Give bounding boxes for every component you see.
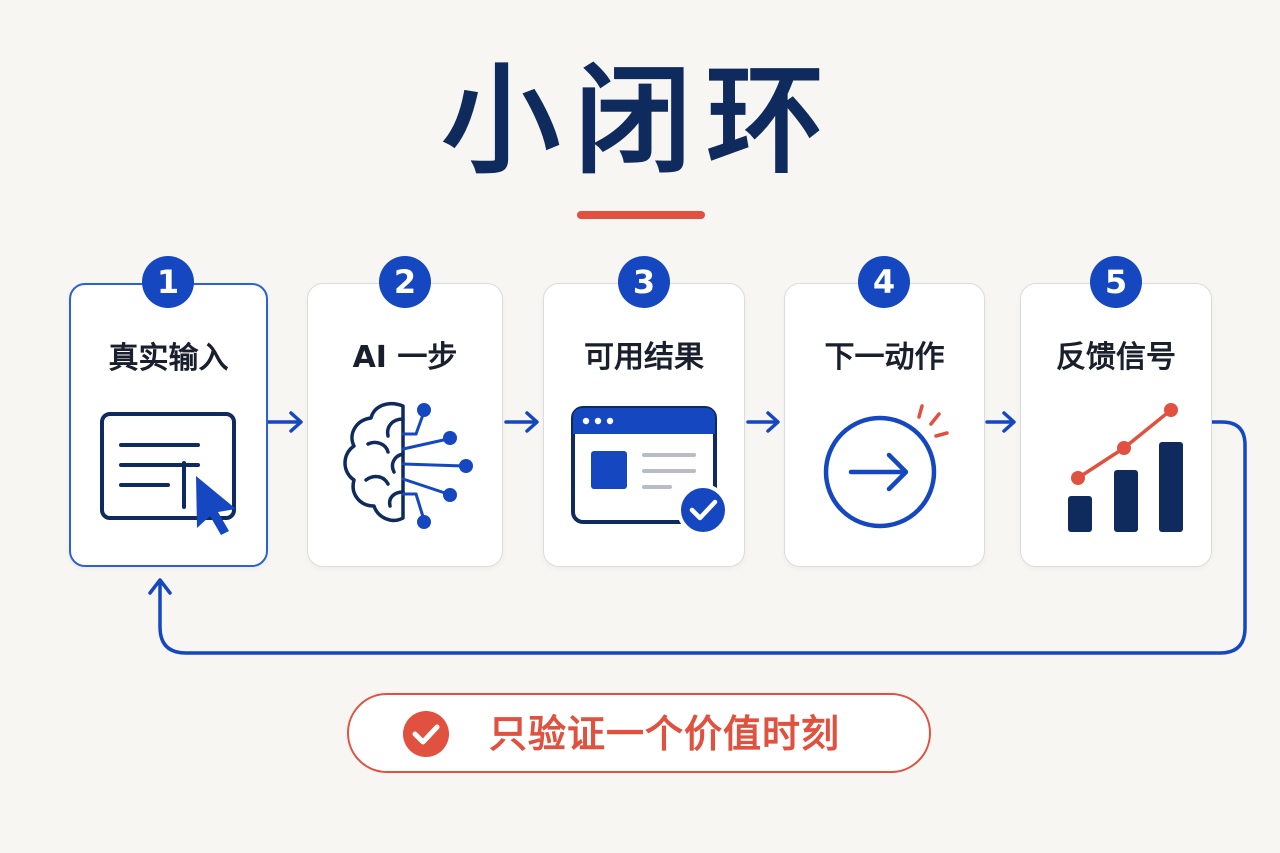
arrow-circle-icon: [823, 404, 949, 529]
document-cursor-icon: [100, 412, 236, 535]
feedback-loop-arrowhead: [148, 578, 172, 595]
step-badge-4: 4: [858, 256, 910, 308]
ai-brain-icon: [343, 401, 473, 529]
growth-chart-icon: [1068, 403, 1183, 532]
step-label: 真实输入: [108, 341, 229, 376]
step-label: 反馈信号: [1056, 340, 1176, 375]
step-badge-2: 2: [379, 256, 431, 308]
page-title: 小闭环: [441, 52, 838, 190]
step-badge-5: 5: [1090, 256, 1142, 308]
step-label: AI 一步: [352, 340, 458, 375]
step-label: 可用结果: [584, 340, 704, 375]
title-underline: [577, 211, 705, 219]
footer-callout: 只验证一个价值时刻: [347, 693, 931, 773]
step-card-5: 反馈信号: [1020, 283, 1212, 567]
step-badge-1: 1: [142, 256, 194, 308]
footer-text: 只验证一个价值时刻: [489, 712, 841, 756]
step-card-4: 下一动作: [784, 283, 985, 567]
step-card-2: AI 一步: [307, 283, 503, 567]
step-label: 下一动作: [824, 340, 945, 375]
step-badge-3: 3: [618, 256, 670, 308]
browser-check-icon: [571, 406, 729, 536]
step-card-3: 可用结果: [543, 283, 745, 567]
step-card-1: 真实输入: [69, 283, 268, 567]
feedback-loop-line: [158, 420, 1247, 655]
check-circle-icon: [403, 711, 449, 757]
